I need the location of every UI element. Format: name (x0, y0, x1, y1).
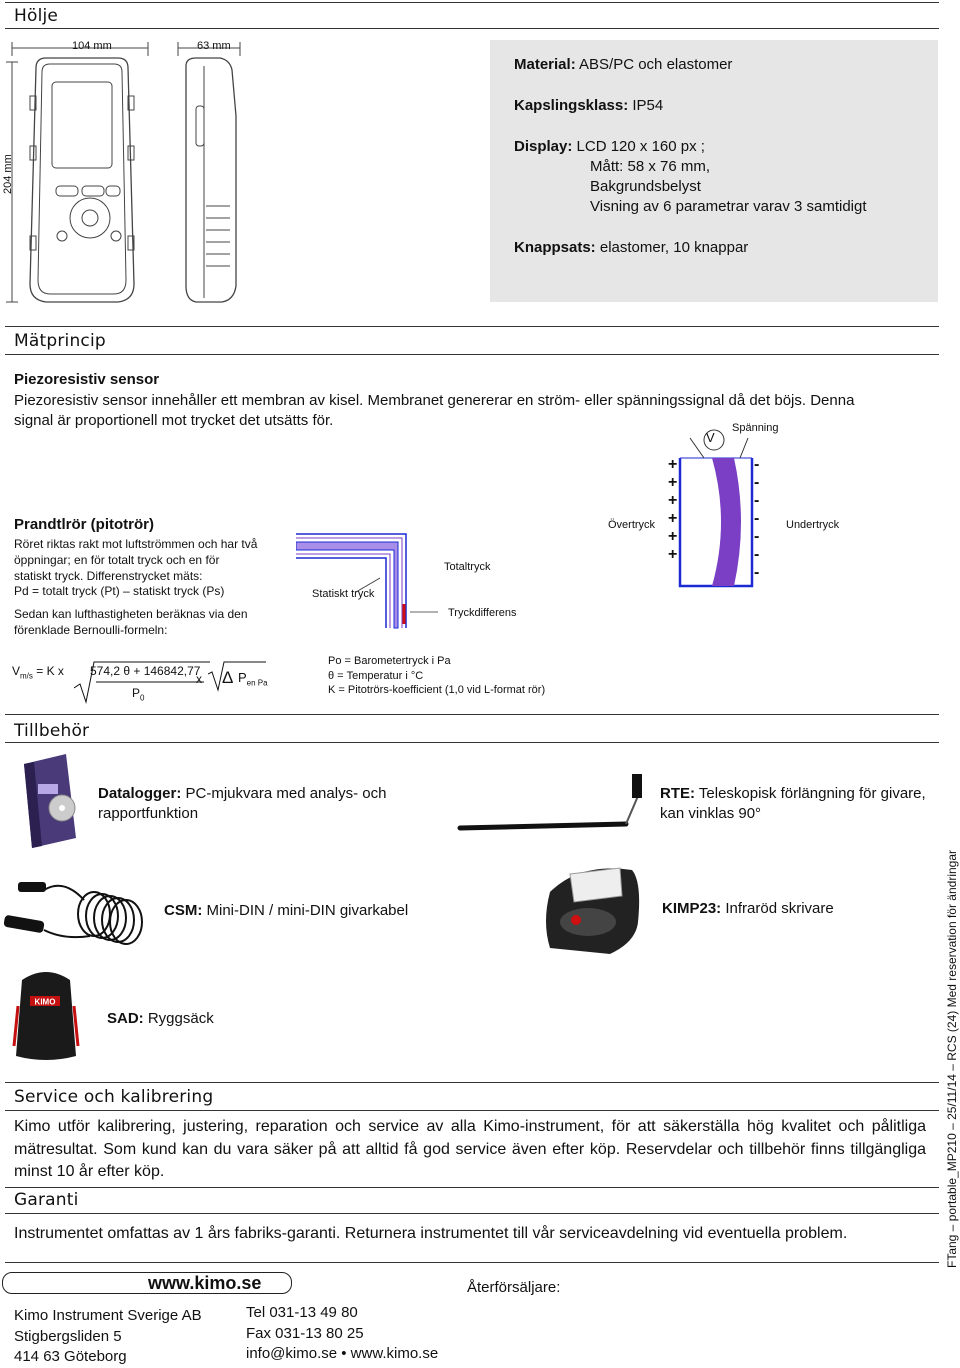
formula-legend: Po = Barometertryck i Pa θ = Temperatur … (328, 655, 546, 696)
tryckdifferens-label: Tryckdifferens (448, 607, 517, 619)
spec-material: Material: ABS/PC och elastomer (514, 56, 733, 73)
website-link[interactable]: www.kimo.se (148, 1273, 262, 1293)
depth-dimension-label: 63 mm (197, 40, 231, 52)
pitot-tube-diagram (296, 533, 438, 629)
spec-display-line: Visning av 6 parametrar varav 3 samtidig… (590, 198, 867, 215)
kimp23-desc: KIMP23: Infraröd skrivare (662, 900, 834, 917)
rte-desc: RTE: Teleskopisk förlängning för givare,… (660, 785, 926, 822)
section-title-holje: Hölje (14, 6, 59, 26)
sad-backpack-image: KIMO (12, 972, 80, 1060)
spec-knappsats: Knappsats: elastomer, 10 knappar (514, 239, 749, 256)
spanning-label: Spänning (732, 422, 779, 434)
reseller-label: Återförsäljare: (467, 1279, 561, 1296)
svg-text:KIMO: KIMO (35, 998, 56, 1007)
csm-desc: CSM: Mini-DIN / mini-DIN givarkabel (164, 902, 409, 919)
totaltryck-label: Totaltryck (444, 561, 491, 573)
csm-cable-image (4, 882, 143, 945)
undertryck-label: Undertryck (786, 519, 840, 531)
pd-line: Pd = totalt tryck (Pt) – statiskt tryck … (14, 584, 225, 598)
company-address: Kimo Instrument Sverige AB Stigbergslide… (14, 1307, 202, 1365)
plus-signs: ++++++ (668, 456, 678, 563)
spec-display-line: Mått: 58 x 76 mm, (590, 158, 711, 175)
spec-display-line: Bakgrundsbelyst (590, 178, 701, 195)
spec-kapsling: Kapslingsklass: IP54 (514, 97, 664, 114)
pitot-title: Prandtlrör (pitotrör) (14, 516, 154, 533)
company-contact: Tel 031-13 49 80 Fax 031-13 80 25 info@k… (246, 1304, 439, 1362)
height-dimension-label: 204 mm (2, 154, 14, 194)
minus-signs: ------- (754, 456, 760, 581)
footer-bar (2, 1272, 292, 1294)
bernoulli-text: Sedan kan lufthastigheten beräknas via d… (14, 607, 248, 637)
rte-extension-image (457, 774, 642, 831)
section-title-service: Service och kalibrering (14, 1087, 214, 1107)
pitot-text: Röret riktas rakt mot luftströmmen och h… (14, 537, 258, 583)
kimp23-printer-image (546, 867, 640, 954)
datalogger-desc: Datalogger: PC-mjukvara med analys- och … (98, 785, 387, 822)
service-text: Kimo utför kalibrering, justering, repar… (14, 1118, 926, 1180)
section-title-garanti: Garanti (14, 1190, 79, 1210)
width-dimension-label: 104 mm (72, 40, 112, 52)
sad-desc: SAD: Ryggsäck (107, 1010, 214, 1027)
datalogger-software-image (24, 754, 76, 848)
section-title-tillbehor: Tillbehör (14, 721, 90, 741)
spec-box: Material: ABS/PC och elastomer Kapslings… (490, 40, 938, 302)
overtryck-label: Övertryck (608, 519, 656, 531)
voltage-symbol: V (706, 430, 715, 445)
garanti-text: Instrumentet omfattas av 1 års fabriks-g… (14, 1225, 848, 1242)
bernoulli-formula: Vm/s = K x 574,2 θ + 146842,77 P0 x Δ Pe… (12, 661, 268, 704)
device-drawing (6, 42, 241, 303)
spec-display: Display: LCD 120 x 160 px ; (514, 138, 705, 155)
piezo-sensor-diagram (678, 429, 754, 588)
side-revision-note: FTang – portable_MP210 – 25/11/14 – RCS … (945, 849, 959, 1268)
sensor-text: Piezoresistiv sensor innehåller ett memb… (14, 392, 855, 429)
statiskt-tryck-label: Statiskt tryck (312, 588, 375, 600)
section-title-matprincip: Mätprincip (14, 331, 106, 351)
sensor-title: Piezoresistiv sensor (14, 371, 160, 388)
